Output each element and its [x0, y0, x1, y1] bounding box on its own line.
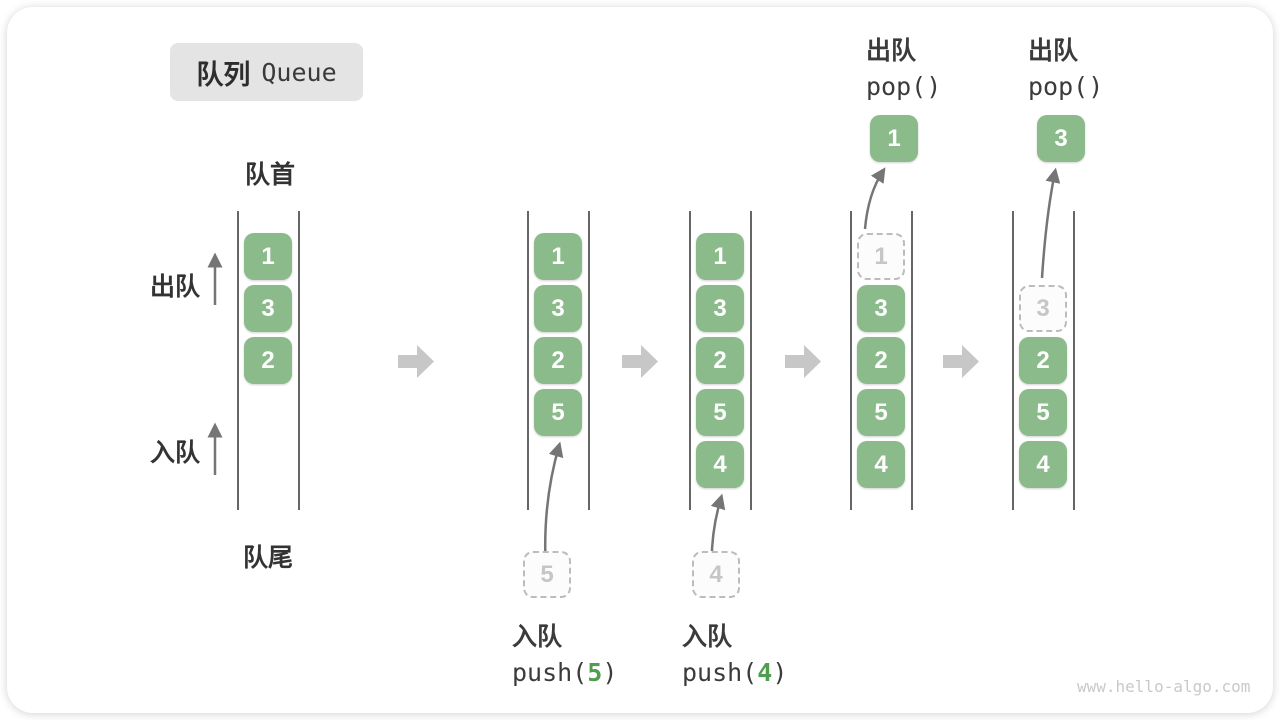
dequeue-header-code: pop(): [866, 72, 942, 101]
queue-element: 2: [1019, 337, 1067, 384]
popped-element: 1: [870, 115, 918, 162]
queue-rail-right: [298, 211, 300, 510]
code-pre: push(: [682, 658, 758, 687]
queue-element: 3: [534, 285, 582, 332]
title-zh: 队列: [196, 59, 251, 90]
queue-element: 2: [534, 337, 582, 384]
queue-element: 5: [534, 389, 582, 436]
queue-rail-left: [689, 211, 691, 510]
enqueue-caption-action: 入队: [682, 623, 733, 651]
code-post: ): [602, 658, 618, 687]
queue-rail-left: [237, 211, 239, 510]
queue-element: 3: [696, 285, 744, 332]
queue-element: 5: [857, 389, 905, 436]
code-arg: 4: [757, 658, 773, 687]
queue-element: 4: [1019, 441, 1067, 488]
queue-element: 2: [244, 337, 292, 384]
queue-element: 4: [857, 441, 905, 488]
queue-element: 3: [857, 285, 905, 332]
enqueue-label: 入队: [150, 439, 201, 467]
queue-rail-left: [1012, 211, 1014, 510]
queue-rail-right: [750, 211, 752, 510]
queue-element: 3: [244, 285, 292, 332]
watermark: www.hello-algo.com: [1077, 677, 1251, 696]
queue-rail-right: [1073, 211, 1075, 510]
enqueue-caption-code: push(5): [512, 658, 617, 687]
queue-element: 1: [696, 233, 744, 280]
queue-element: 5: [1019, 389, 1067, 436]
enqueue-caption-code: push(4): [682, 658, 787, 687]
code-arg: 5: [587, 658, 603, 687]
queue-element: 2: [696, 337, 744, 384]
queue-front-label: 队首: [245, 161, 296, 189]
queue-element: 2: [857, 337, 905, 384]
queue-rail-left: [850, 211, 852, 510]
queue-element-removed: 3: [1019, 285, 1067, 332]
diagram-card: [7, 7, 1273, 713]
dequeue-header-action: 出队: [866, 37, 917, 65]
enqueue-caption-action: 入队: [512, 623, 563, 651]
code-pre: push(: [512, 658, 588, 687]
diagram-title: 队列 Queue: [170, 43, 363, 101]
enqueue-caption: 入队 push(4): [682, 617, 787, 687]
dequeue-header: 出队 pop(): [1028, 31, 1103, 101]
dequeue-header: 出队 pop(): [866, 31, 941, 101]
queue-rear-label: 队尾: [243, 544, 294, 572]
queue-element: 4: [696, 441, 744, 488]
queue-rail-left: [527, 211, 529, 510]
queue-element: 1: [244, 233, 292, 280]
queue-rail-right: [911, 211, 913, 510]
enqueue-caption: 入队 push(5): [512, 617, 617, 687]
popped-element: 3: [1037, 115, 1085, 162]
dequeue-header-action: 出队: [1028, 37, 1079, 65]
queue-rail-right: [588, 211, 590, 510]
queue-element: 5: [696, 389, 744, 436]
incoming-element: 5: [523, 551, 571, 598]
queue-element: 1: [534, 233, 582, 280]
dequeue-header-code: pop(): [1028, 72, 1104, 101]
title-en: Queue: [261, 57, 337, 87]
dequeue-label: 出队: [150, 273, 201, 301]
code-post: ): [772, 658, 788, 687]
incoming-element: 4: [692, 551, 740, 598]
queue-element-removed: 1: [857, 233, 905, 280]
